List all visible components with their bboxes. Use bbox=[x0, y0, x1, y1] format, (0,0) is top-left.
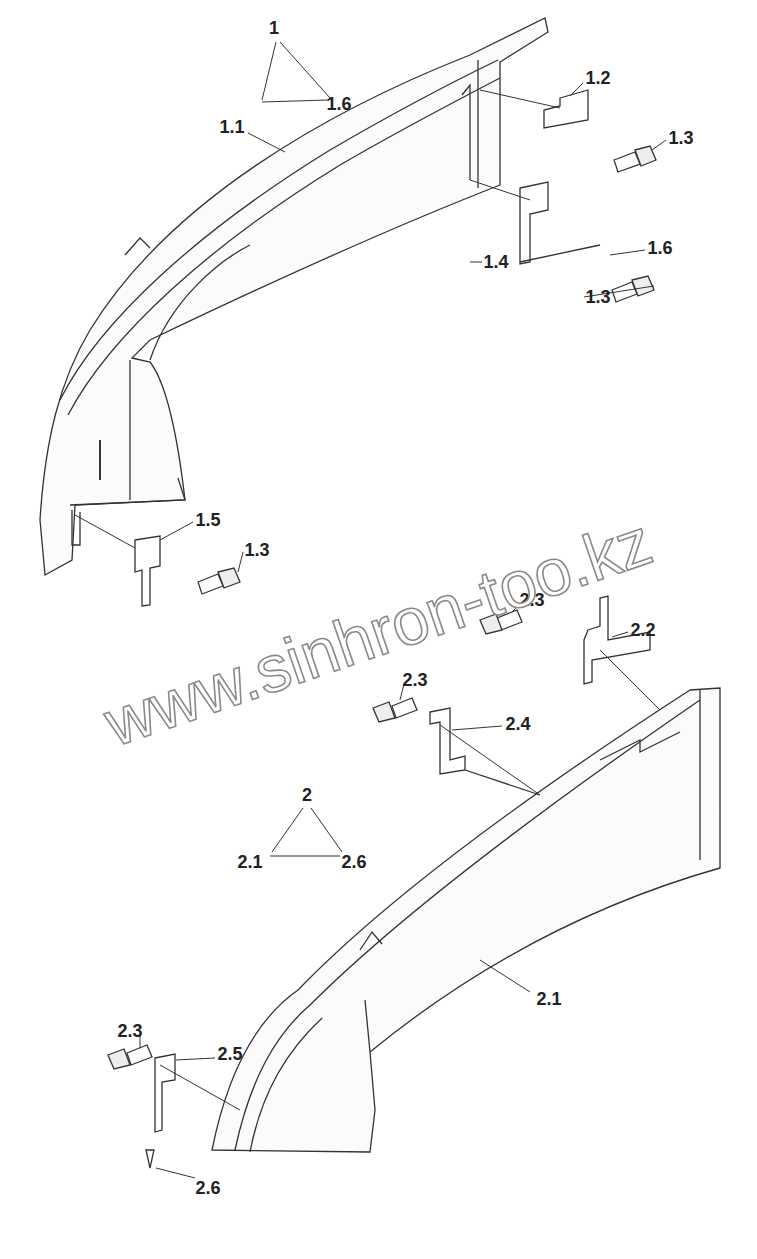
callout-number: 2.2 bbox=[628, 620, 657, 640]
callout-number: 2.1 bbox=[534, 989, 563, 1009]
callout-number: 1 bbox=[267, 18, 281, 38]
callout-number: 1.4 bbox=[481, 252, 510, 272]
callout-number: 1.6 bbox=[645, 238, 674, 258]
fender-part bbox=[212, 688, 720, 1152]
callout-number: 2.5 bbox=[215, 1044, 244, 1064]
callout-number: 1.6 bbox=[324, 94, 353, 114]
callout-number: 1.3 bbox=[666, 128, 695, 148]
callout-number: 2 bbox=[300, 785, 314, 805]
callout-number: 2.3 bbox=[115, 1021, 144, 1041]
callout-number: 2.4 bbox=[503, 714, 532, 734]
callout-number: 2.6 bbox=[193, 1178, 222, 1198]
fender-part bbox=[40, 18, 548, 575]
callout-number: 2.6 bbox=[339, 852, 368, 872]
callout-number: 1.3 bbox=[583, 287, 612, 307]
callout-number: 2.1 bbox=[235, 852, 264, 872]
callout-number: 1.5 bbox=[193, 510, 222, 530]
leader-line bbox=[75, 42, 666, 1178]
callout-number: 1.3 bbox=[242, 540, 271, 560]
bracket-part bbox=[72, 90, 600, 606]
callout-number: 1.2 bbox=[583, 68, 612, 88]
callout-number: 2.3 bbox=[400, 670, 429, 690]
callout-number: 1.1 bbox=[217, 117, 246, 137]
